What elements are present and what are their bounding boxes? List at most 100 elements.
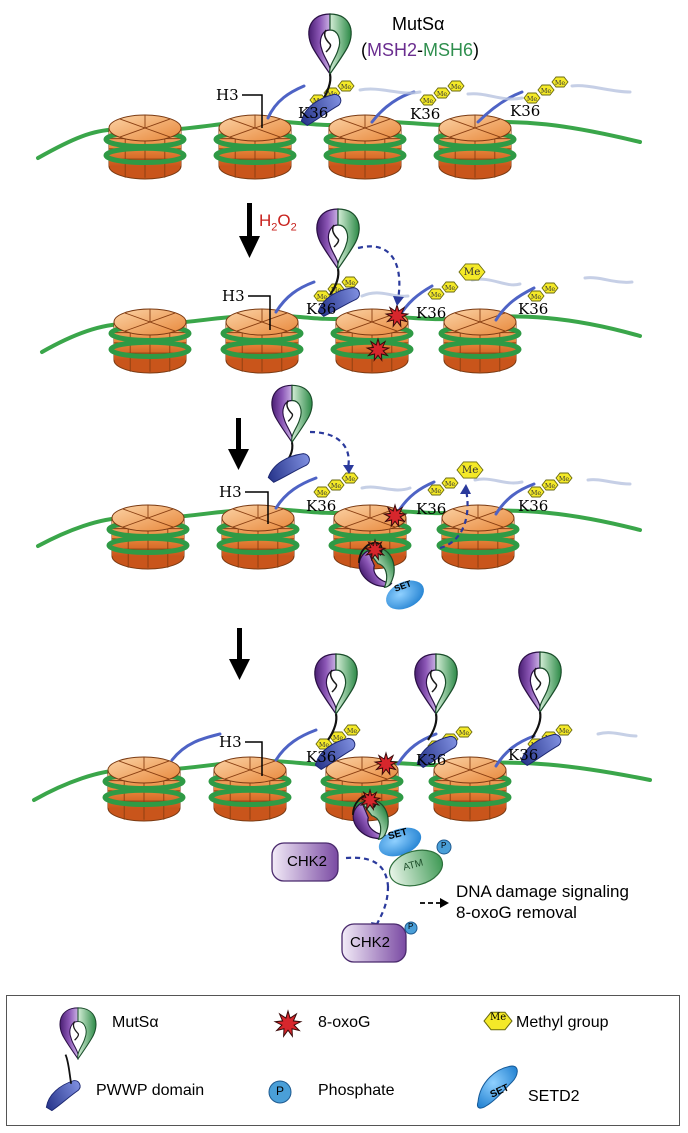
- mutsa-subunits: (MSH2-MSH6): [361, 40, 479, 61]
- svg-text:Me: Me: [331, 286, 342, 294]
- svg-text:Me: Me: [319, 741, 330, 749]
- k36-p4-b: K36: [416, 751, 447, 769]
- k36-p3-b: K36: [416, 500, 447, 518]
- k36-p3-c: K36: [518, 497, 549, 515]
- h2o2-label: H2O2: [259, 211, 297, 234]
- legend-oxog: 8-oxoG: [318, 1014, 371, 1031]
- chk2-box-1: [271, 842, 339, 882]
- nucleosome-p2-2: [220, 308, 304, 374]
- svg-text:Me: Me: [531, 293, 542, 301]
- methyl-group-4-3: Me: [341, 276, 359, 288]
- legend-me-symbol: Me: [490, 1012, 507, 1023]
- methyl-group-6-1: Me: [527, 290, 545, 302]
- h3-callout-1: [242, 94, 263, 128]
- methyl-group-3-3: Me: [551, 76, 569, 88]
- legend-setd2-icon: [477, 1065, 518, 1109]
- svg-text:Me: Me: [555, 79, 566, 87]
- methyl-group-11-3: Me: [455, 726, 473, 738]
- nucleosome-p4-2: [208, 756, 292, 822]
- methyl-group-9-1: Me: [527, 486, 545, 498]
- svg-text:Me: Me: [559, 475, 570, 483]
- methyl-group-8-2: Me: [441, 477, 459, 489]
- h3-label-1: H3: [216, 86, 239, 104]
- nucleosome-p3-1: [106, 504, 190, 570]
- svg-text:Me: Me: [317, 489, 328, 497]
- oxog-star-p3a: [382, 503, 408, 528]
- mutsa-complex-p4c: [518, 651, 562, 739]
- tail-wisps: [358, 84, 638, 738]
- mutsa-title: MutSα: [392, 14, 445, 34]
- svg-text:Me: Me: [437, 90, 448, 98]
- oxog-star-p4a: [373, 751, 399, 776]
- methyl-group-9-2: Me: [541, 479, 559, 491]
- svg-text:Me: Me: [345, 279, 356, 287]
- svg-text:Me: Me: [347, 727, 358, 735]
- methyl-group-7-1: Me: [313, 486, 331, 498]
- nucleosome-p4-4: [428, 756, 512, 822]
- svg-text:Me: Me: [341, 83, 352, 91]
- nucleosome-p1-3: [323, 114, 407, 180]
- k36-p1-b: K36: [410, 105, 441, 123]
- oxog-star-p2a: [384, 303, 410, 328]
- svg-text:Me: Me: [531, 489, 542, 497]
- h3-callout-3: [245, 491, 269, 524]
- methyl-group-5-2: Me: [441, 281, 459, 293]
- svg-text:Me: Me: [423, 97, 434, 105]
- svg-text:Me: Me: [545, 285, 556, 293]
- methyl-free-p3: Me: [456, 461, 484, 479]
- set-enzyme-panel3: [386, 580, 424, 610]
- methyl-group-9-3: Me: [555, 472, 573, 484]
- methyl-group-3-1: Me: [523, 92, 541, 104]
- methyl-group-7-2: Me: [327, 479, 345, 491]
- oxog-star-p3b: [363, 538, 387, 562]
- legend-p-symbol: P: [276, 1084, 285, 1098]
- oxog-star-p2b: [365, 337, 391, 362]
- atm-phosphate: [436, 839, 452, 855]
- svg-text:Me: Me: [451, 83, 462, 91]
- chk2-p-label: P: [408, 922, 414, 931]
- nucleosome-p1-4: [433, 114, 517, 180]
- nucleosome-p3-2: [216, 504, 300, 570]
- svg-text:Me: Me: [345, 475, 356, 483]
- methyl-group-1-3: Me: [337, 80, 355, 92]
- methyl-group-5-1: Me: [427, 288, 445, 300]
- legend-methyl: Methyl group: [516, 1014, 609, 1031]
- legend-box: [6, 995, 680, 1126]
- legend-phosphate: Phosphate: [318, 1082, 395, 1099]
- h3-label-2: H3: [222, 287, 245, 305]
- svg-text:Me: Me: [545, 482, 556, 490]
- process-arrows: [228, 203, 260, 680]
- k36-p4-c: K36: [508, 746, 539, 764]
- svg-text:Me: Me: [462, 464, 479, 476]
- pwwp-p2: [317, 287, 360, 317]
- nucleosome-p4-1: [102, 756, 186, 822]
- chk2-label-2: CHK2: [350, 934, 391, 951]
- dashed-arrow-chk2a: [345, 856, 390, 887]
- methyl-group-6-2: Me: [541, 282, 559, 294]
- chk2-box-2: [341, 923, 407, 963]
- svg-text:Me: Me: [317, 293, 328, 301]
- mutsa-complex-p2: [316, 208, 360, 296]
- pwwp-p4a: [314, 737, 356, 771]
- svg-text:Me: Me: [445, 284, 456, 292]
- atm-kinase: [388, 849, 444, 887]
- h3-callout-2: [248, 295, 271, 330]
- chk2-phosphate: [404, 921, 418, 935]
- nucleosome-p2-1: [108, 308, 192, 374]
- dashed-arrows: [309, 245, 469, 927]
- legend-setd2: SETD2: [528, 1088, 580, 1105]
- outcome-arrow: [420, 898, 449, 908]
- k36-p1-a: K36: [298, 104, 329, 122]
- bound-mutsa-p3: [357, 542, 395, 588]
- set-enzyme-panel4: [378, 827, 422, 857]
- mutsa-complex-p1: [308, 13, 352, 107]
- methyl-group-8-1: Me: [427, 484, 445, 496]
- svg-text:Me: Me: [445, 480, 456, 488]
- svg-text:Me: Me: [331, 482, 342, 490]
- paren-open: (: [361, 40, 367, 60]
- atm-p-label: P: [441, 841, 447, 850]
- pwwp-p4c: [520, 733, 562, 767]
- legend-pwwp-icon: [45, 1054, 81, 1112]
- svg-text:Me: Me: [333, 734, 344, 742]
